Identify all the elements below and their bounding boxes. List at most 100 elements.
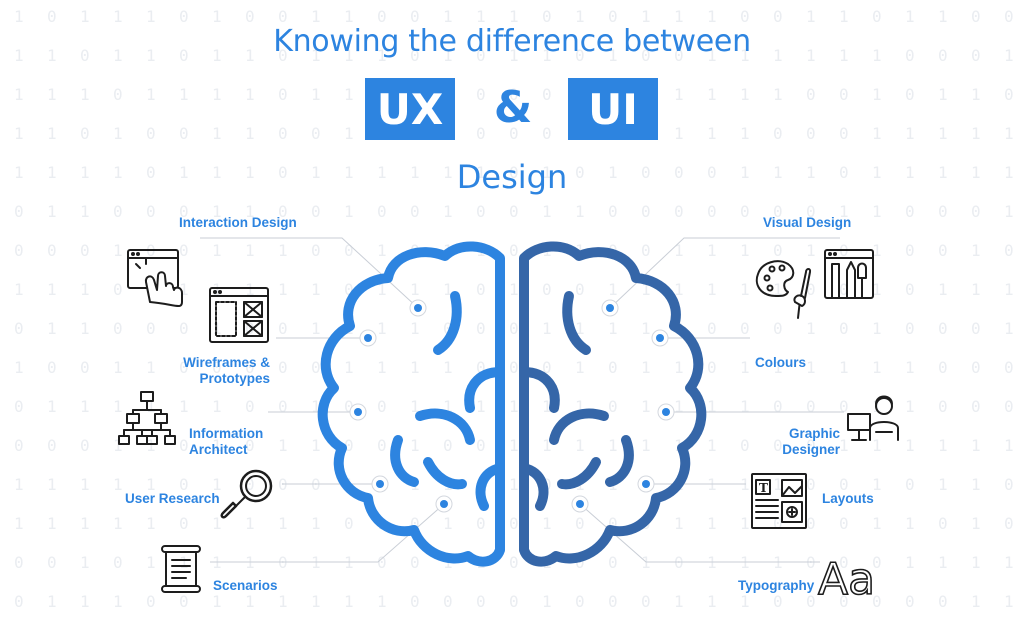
pattern-glyph: 1 [212,202,222,221]
pattern-glyph: 0 [575,514,585,533]
magnifier-icon [220,469,273,519]
pattern-glyph: 1 [278,241,288,260]
pattern-glyph: 0 [1004,358,1014,377]
pattern-glyph: 1 [212,592,222,611]
pattern-glyph: 1 [410,163,420,182]
pattern-glyph: 0 [971,397,981,416]
pattern-glyph: 1 [443,514,453,533]
pattern-glyph: 1 [47,124,57,143]
pattern-glyph: 0 [641,592,651,611]
pattern-glyph: 1 [344,163,354,182]
pattern-glyph: 0 [245,319,255,338]
pattern-glyph: 0 [509,241,519,260]
pattern-glyph: 1 [905,358,915,377]
pattern-glyph: 1 [212,85,222,104]
node-colours [651,329,669,347]
pattern-glyph: 1 [14,475,24,494]
pattern-glyph: 1 [179,397,189,416]
pattern-glyph: 1 [872,280,882,299]
pattern-glyph: 0 [1004,85,1014,104]
pattern-glyph: 0 [344,397,354,416]
pattern-glyph: 1 [80,397,90,416]
node-scenarios [435,495,453,513]
pattern-glyph: 1 [80,592,90,611]
pattern-glyph: 0 [80,241,90,260]
pattern-glyph: 0 [113,319,123,338]
pattern-glyph: 1 [113,7,123,26]
pattern-glyph: 1 [311,436,321,455]
pattern-glyph: 1 [212,46,222,65]
pattern-glyph: 1 [707,397,717,416]
pattern-glyph: 1 [1004,592,1014,611]
pattern-glyph: 1 [443,202,453,221]
pattern-glyph: 1 [344,124,354,143]
pattern-glyph: 1 [971,475,981,494]
pattern-glyph: 0 [1004,241,1014,260]
pattern-glyph: 1 [113,241,123,260]
pattern-glyph: 1 [113,436,123,455]
pattern-glyph: 1 [311,46,321,65]
label-graphic-designer: Graphic Designer [740,426,840,458]
pattern-glyph: 1 [740,241,750,260]
pattern-glyph: 1 [674,592,684,611]
pattern-glyph: 1 [971,592,981,611]
pattern-glyph: 1 [80,202,90,221]
pattern-glyph: 0 [377,397,387,416]
pattern-glyph: 1 [377,46,387,65]
pattern-glyph: 0 [344,436,354,455]
pattern-glyph: 0 [575,592,585,611]
pattern-glyph: 0 [509,319,519,338]
pattern-glyph: 0 [278,163,288,182]
node-wireframes [359,329,377,347]
pattern-glyph: 1 [146,358,156,377]
pattern-glyph: 0 [377,553,387,572]
pattern-glyph: 0 [839,85,849,104]
pattern-glyph: 1 [179,553,189,572]
pattern-glyph: 1 [806,319,816,338]
pattern-glyph: 0 [113,202,123,221]
pattern-glyph: 0 [311,124,321,143]
pattern-glyph: 0 [674,202,684,221]
pattern-glyph: 1 [740,592,750,611]
pattern-glyph: 1 [608,280,618,299]
pattern-glyph: 1 [113,475,123,494]
pattern-glyph: 0 [938,592,948,611]
pattern-glyph: 1 [113,358,123,377]
pattern-glyph: 1 [377,241,387,260]
pattern-glyph: 1 [542,397,552,416]
pattern-glyph: 0 [971,7,981,26]
pattern-glyph: 1 [80,319,90,338]
subtitle-design: Design [456,158,568,196]
pattern-glyph: 1 [80,163,90,182]
pattern-glyph: 1 [773,163,783,182]
pattern-glyph: 0 [278,124,288,143]
pattern-glyph: 1 [971,514,981,533]
pattern-glyph: 0 [113,280,123,299]
label-typography: Typography [738,578,815,593]
label-wireframes-line2: Prototypes [199,371,270,386]
pattern-glyph: 0 [839,319,849,338]
pattern-glyph: 1 [773,280,783,299]
pattern-glyph: 1 [344,358,354,377]
pattern-glyph: 1 [608,46,618,65]
pattern-glyph: 0 [905,592,915,611]
pattern-glyph: 0 [278,46,288,65]
pattern-glyph: 1 [245,514,255,533]
pattern-glyph: 1 [47,280,57,299]
pattern-glyph: 1 [146,85,156,104]
pattern-glyph: 1 [674,397,684,416]
pattern-glyph: 0 [443,436,453,455]
pattern-glyph: 1 [377,163,387,182]
pattern-glyph: 1 [938,85,948,104]
pattern-glyph: 1 [740,85,750,104]
pattern-glyph: 0 [311,358,321,377]
pattern-glyph: 0 [509,163,519,182]
connector-lines [200,237,844,563]
pattern-glyph: 0 [278,202,288,221]
pattern-glyph: 1 [905,553,915,572]
pattern-glyph: 1 [872,85,882,104]
pattern-glyph: 0 [740,202,750,221]
pattern-glyph: 1 [311,85,321,104]
pattern-glyph: 1 [707,514,717,533]
pattern-glyph: 0 [740,436,750,455]
